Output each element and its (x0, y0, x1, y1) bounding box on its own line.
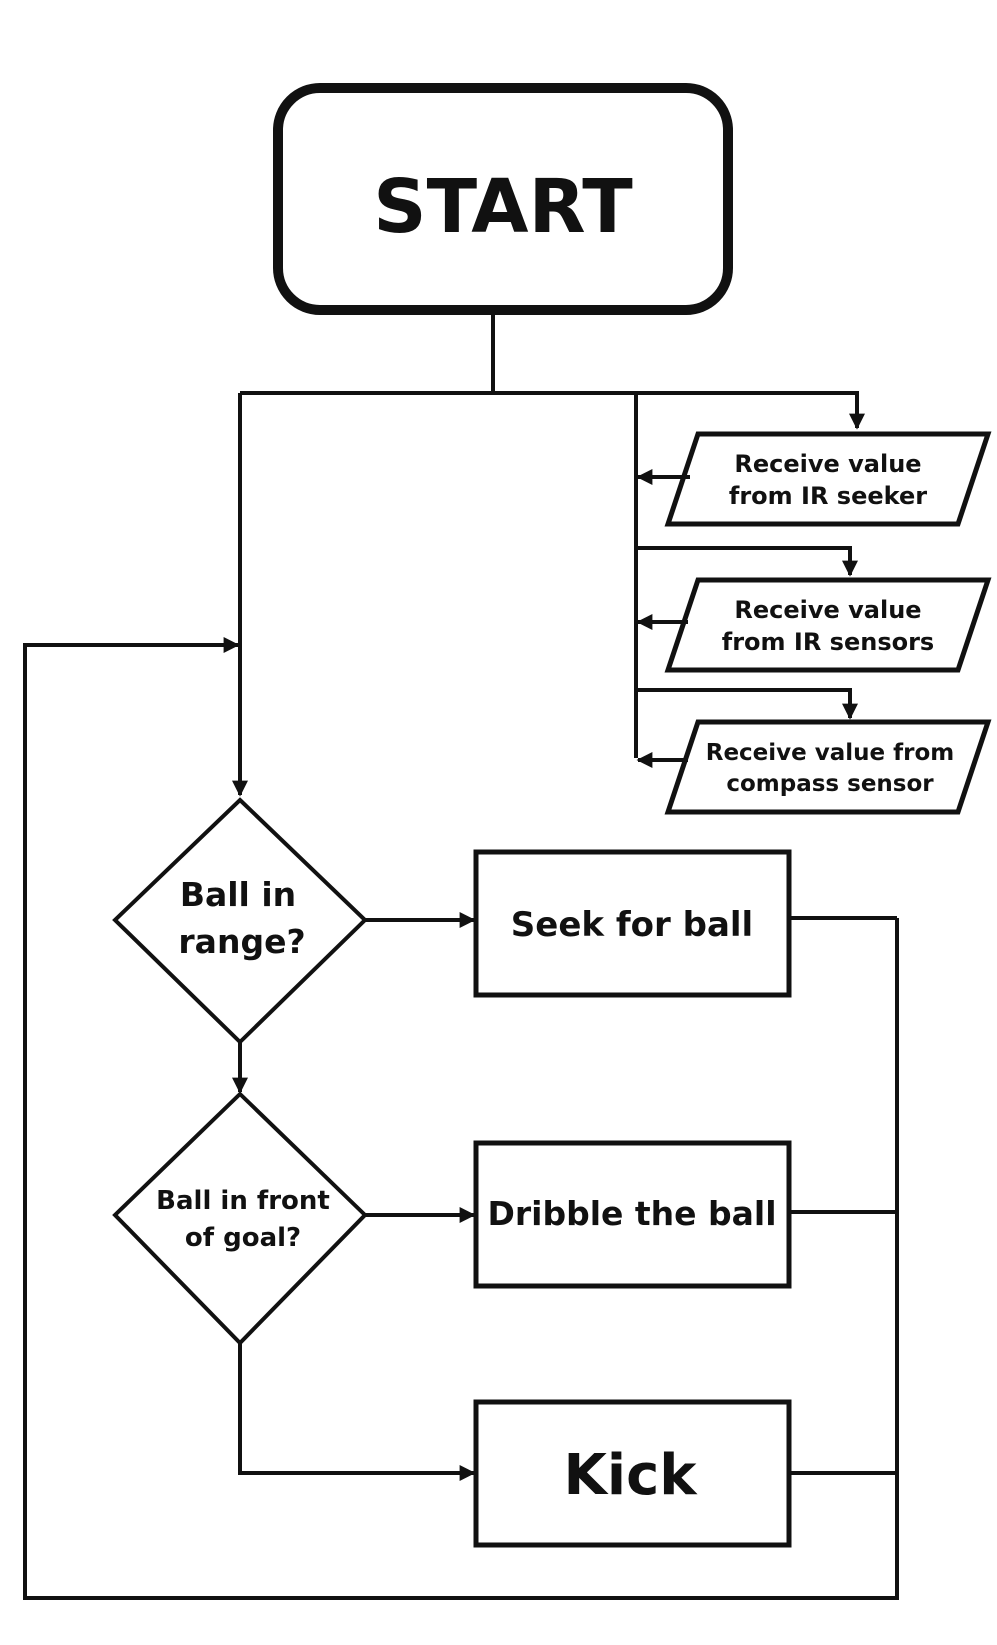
connector-top-bus (240, 391, 865, 430)
start-label: START (373, 164, 633, 250)
start-terminal: START (273, 83, 733, 315)
connector-feedback-loop (23, 637, 899, 1600)
input-ir-seeker-line2: from IR seeker (729, 482, 927, 510)
process-dribble-ball: Dribble the ball (473, 1140, 792, 1289)
input-compass-line1: Receive value from (706, 740, 955, 766)
decision-range-line2: range? (178, 922, 305, 961)
process-kick-label: Kick (563, 1443, 698, 1508)
process-dribble-label: Dribble the ball (487, 1194, 776, 1233)
input-compass-sensor: Receive value from compass sensor (664, 719, 992, 815)
input-ir-sensors: Receive value from IR sensors (664, 577, 992, 673)
input-ir-seeker-line1: Receive value (734, 450, 921, 478)
process-seek-for-ball: Seek for ball (473, 849, 792, 998)
input-ir-seeker: Receive value from IR seeker (664, 431, 992, 527)
decision-ball-in-range: Ball in range? (112, 797, 368, 1045)
connector-goal-to-kick (238, 1343, 476, 1481)
connector-to-compass (636, 688, 858, 720)
connector-to-ir-sensors (636, 546, 858, 577)
decision-goal-line1: Ball in front (156, 1186, 330, 1216)
process-seek-label: Seek for ball (511, 905, 753, 945)
input-compass-line2: compass sensor (726, 771, 934, 797)
decision-ball-front-of-goal: Ball in front of goal? (112, 1091, 368, 1346)
process-kick: Kick (473, 1399, 792, 1548)
input-ir-sensors-line2: from IR sensors (722, 628, 934, 656)
input-ir-sensors-line1: Receive value (734, 596, 921, 624)
decision-range-line1: Ball in (180, 875, 296, 914)
decision-goal-line2: of goal? (185, 1223, 301, 1253)
